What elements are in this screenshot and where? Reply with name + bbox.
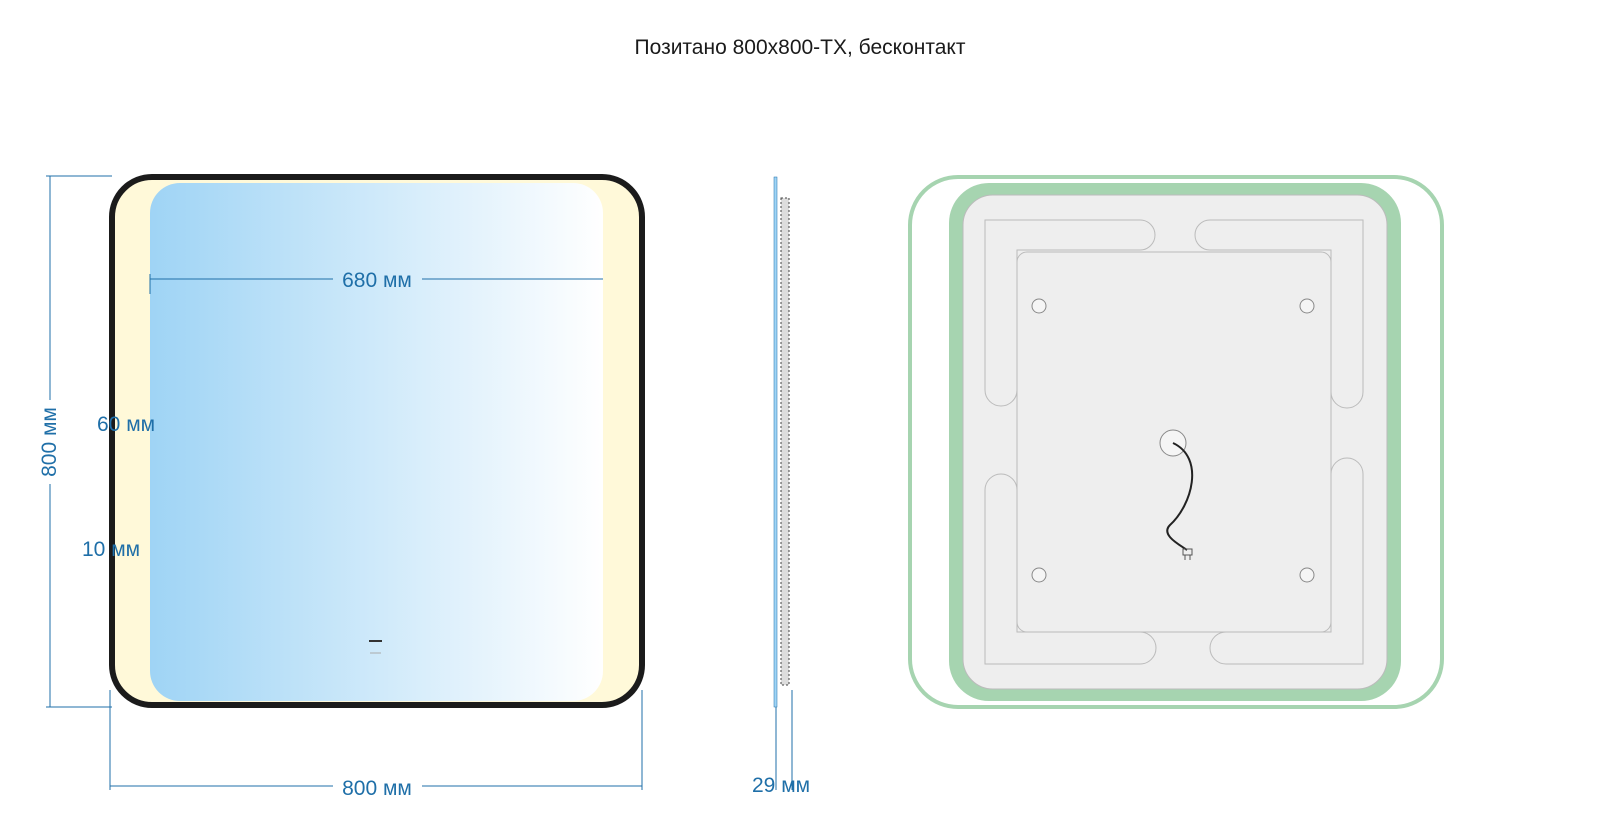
dimension-label-bottom-width: 800 мм bbox=[342, 777, 412, 800]
side-glass bbox=[773, 176, 778, 708]
side-led-strip bbox=[780, 197, 790, 686]
dimension-height: 800 мм bbox=[38, 175, 112, 708]
touch-sensor-icon bbox=[369, 640, 382, 654]
page-title: Позитано 800х800-ТХ, бесконтакт bbox=[635, 36, 966, 59]
back-outer-outline bbox=[908, 175, 1444, 709]
dimension-top-width: 680 мм bbox=[149, 269, 603, 294]
back-view bbox=[908, 175, 1444, 709]
front-view: 680 мм 800 мм 60 мм 10 мм 800 мм bbox=[38, 174, 645, 800]
dimension-label-top-width: 680 мм bbox=[342, 269, 412, 292]
side-view: 29 мм bbox=[752, 176, 810, 797]
mirror-surface bbox=[150, 183, 603, 701]
back-slots bbox=[984, 219, 1364, 665]
dimension-label-depth: 29 мм bbox=[752, 774, 810, 797]
dimension-label-height: 800 мм bbox=[38, 407, 61, 477]
dimension-label-border: 60 мм bbox=[97, 413, 155, 436]
mounting-holes bbox=[1031, 298, 1315, 583]
power-plug-icon bbox=[1182, 548, 1193, 560]
power-cable bbox=[1166, 442, 1194, 551]
dimension-bottom-width: 800 мм bbox=[109, 690, 643, 800]
dimension-label-edge: 10 мм bbox=[82, 538, 140, 561]
